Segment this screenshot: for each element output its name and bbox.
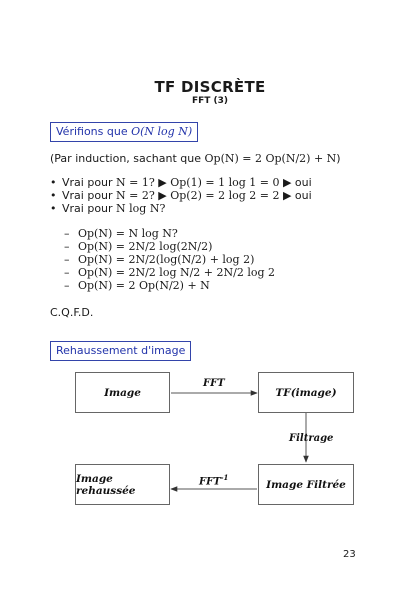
edge-label-fft: FFT: [203, 378, 225, 389]
proof-step: –Op(N) = N log N?: [64, 227, 178, 240]
intro-text: (Par induction, sachant que: [50, 152, 205, 165]
intro-math: Op(N) = 2 Op(N/2) + N: [204, 152, 337, 165]
bullet-item: •Vrai pour N = 2? ▶ Op(2) = 2 log 2 = 2 …: [50, 189, 312, 202]
bullet-item: •Vrai pour N log N?: [50, 202, 166, 215]
edge-label-filtrage: Filtrage: [289, 433, 334, 444]
page-title: TF DISCRÈTE: [154, 78, 266, 96]
proof-step: –Op(N) = 2N/2 log(2N/2): [64, 240, 213, 253]
node-image: Image: [75, 372, 170, 413]
node-image-filtree: Image Filtrée: [258, 464, 354, 505]
page-subtitle: FFT (3): [191, 96, 229, 106]
proof-step: –Op(N) = 2N/2(log(N/2) + log 2): [64, 253, 255, 266]
proof-step: –Op(N) = 2N/2 log N/2 + 2N/2 log 2: [64, 266, 276, 279]
bullet-item: •Vrai pour N = 1? ▶ Op(1) = 1 log 1 = 0 …: [50, 176, 312, 189]
conclusion: C.Q.F.D.: [50, 306, 94, 319]
intro-close: ): [336, 152, 341, 165]
node-tf-image: TF(image): [258, 372, 354, 413]
edge-label-ifft-exponent: -1: [220, 473, 229, 482]
node-image-rehaussee: Image rehaussée: [75, 464, 170, 505]
edge-label-ifft: FFT-1: [199, 473, 229, 488]
section-heading-enhancement: Rehaussement d'image: [50, 341, 192, 361]
page-number: 23: [343, 549, 356, 560]
section-heading-complexity: Vérifions que O(N log N): [50, 122, 199, 142]
proof-step: –Op(N) = 2 Op(N/2) + N: [64, 279, 210, 292]
heading-math: O(N log N): [131, 125, 193, 138]
induction-intro: (Par induction, sachant que Op(N) = 2 Op…: [50, 152, 341, 165]
heading-text: Vérifions que: [56, 125, 132, 138]
